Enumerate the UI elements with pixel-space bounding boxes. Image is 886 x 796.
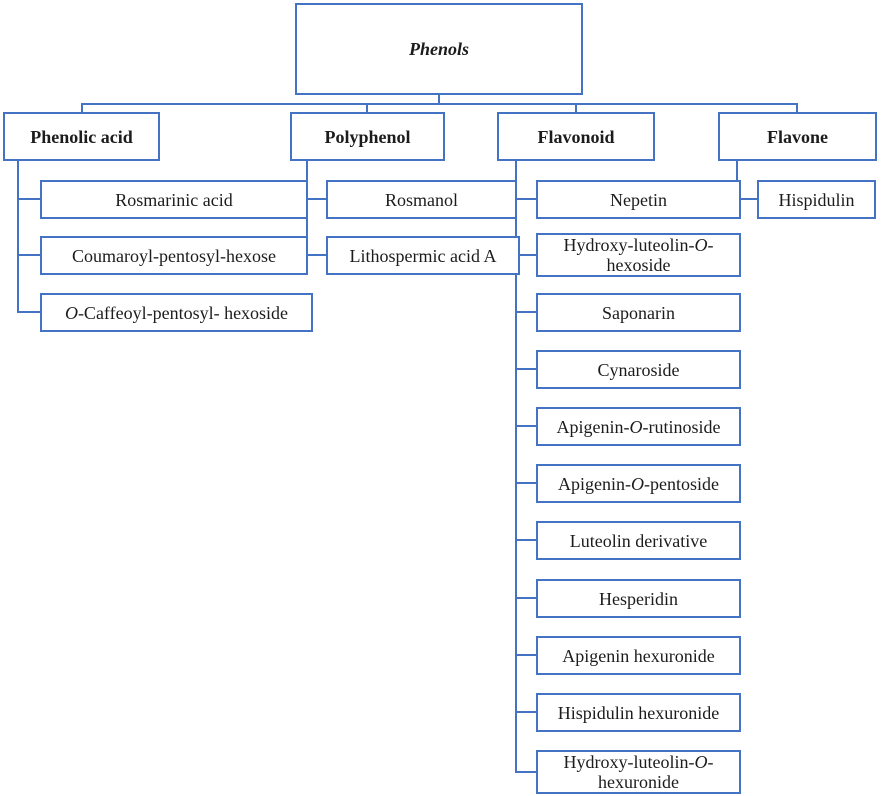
node-label: Coumaroyl-pentosyl-hexose [72, 245, 276, 266]
connector-stub [515, 539, 536, 541]
node-label: Flavonoid [537, 126, 615, 147]
connector-stub [515, 368, 536, 370]
connector-stub [515, 311, 536, 313]
node-luteolin-derivative: Luteolin derivative [536, 521, 741, 560]
node-label: Rosmanol [384, 189, 458, 210]
node-apigenin-o-rutinoside: Apigenin-O-rutinoside [536, 407, 741, 446]
node-apigenin-hexuronide: Apigenin hexuronide [536, 636, 741, 675]
node-rosmanol: Rosmanol [326, 180, 517, 219]
node-apigenin-o-pentoside: Apigenin-O-pentoside [536, 464, 741, 503]
node-label: O-Caffeoyl-pentosyl- hexoside [64, 302, 289, 323]
node-label: Saponarin [602, 302, 675, 323]
node-label: Cynaroside [597, 359, 680, 380]
connector-stub [515, 482, 536, 484]
node-label: Hydroxy-luteolin-O- hexuronide [563, 752, 714, 792]
node-label: Hispidulin [778, 189, 855, 210]
node-label: Luteolin derivative [569, 530, 708, 551]
node-label: Nepetin [610, 189, 667, 210]
node-nepetin: Nepetin [536, 180, 741, 219]
node-phenols: Phenols [295, 3, 583, 95]
connector-stub [17, 311, 40, 313]
node-label: Rosmarinic acid [115, 189, 233, 210]
node-hesperidin: Hesperidin [536, 579, 741, 618]
node-rosmarinic-acid: Rosmarinic acid [40, 180, 308, 219]
node-label: Apigenin hexuronide [562, 645, 715, 666]
connector-drop-flavonoid [575, 103, 577, 114]
connector-root-drop [438, 95, 440, 105]
connector-spine-flavonoid [515, 161, 517, 773]
connector-stub [515, 711, 536, 713]
node-label: Phenols [408, 39, 469, 59]
connector-drop-flavone [796, 103, 798, 114]
connector-drop-polyphenol [366, 103, 368, 114]
connector-stub [306, 198, 326, 200]
connector-stub [17, 198, 40, 200]
node-label: Hesperidin [599, 588, 678, 609]
node-hispidulin-hexuronide: Hispidulin hexuronide [536, 693, 741, 732]
node-saponarin: Saponarin [536, 293, 741, 332]
connector-top-horizontal [81, 103, 798, 105]
node-flavonoid: Flavonoid [497, 112, 655, 161]
node-phenolic-acid: Phenolic acid [3, 112, 160, 161]
node-hydroxy-luteolin-o-hexuronide: Hydroxy-luteolin-O- hexuronide [536, 750, 741, 794]
connector-stub [17, 254, 40, 256]
node-flavone: Flavone [718, 112, 877, 161]
node-hydroxy-luteolin-o-hexoside: Hydroxy-luteolin-O- hexoside [536, 233, 741, 277]
node-label: Lithospermic acid A [349, 245, 497, 266]
node-label: Apigenin-O-rutinoside [556, 416, 721, 437]
node-hispidulin: Hispidulin [757, 180, 876, 219]
node-label: Hispidulin hexuronide [557, 702, 720, 723]
node-lithospermic-acid-a: Lithospermic acid A [326, 236, 520, 275]
node-label: Polyphenol [324, 126, 411, 147]
connector-stub [515, 425, 536, 427]
node-label: Phenolic acid [30, 126, 133, 147]
connector-stub [515, 597, 536, 599]
connector-stub [515, 198, 536, 200]
connector-drop-phenolic-acid [81, 103, 83, 114]
connector-stub [515, 771, 536, 773]
node-cynaroside: Cynaroside [536, 350, 741, 389]
connector-stub [515, 654, 536, 656]
node-label: Apigenin-O-pentoside [558, 473, 719, 494]
node-polyphenol: Polyphenol [290, 112, 445, 161]
node-coumaroyl-pentosyl-hexose: Coumaroyl-pentosyl-hexose [40, 236, 308, 275]
node-label: Hydroxy-luteolin-O- hexoside [563, 235, 714, 275]
node-label: Flavone [767, 126, 828, 147]
connector-stub [515, 254, 536, 256]
connector-stub [306, 254, 326, 256]
connector-stub [736, 198, 757, 200]
connector-spine-phenolic-acid [17, 161, 19, 313]
node-o-caffeoyl-pentosyl-hexoside: O-Caffeoyl-pentosyl- hexoside [40, 293, 313, 332]
